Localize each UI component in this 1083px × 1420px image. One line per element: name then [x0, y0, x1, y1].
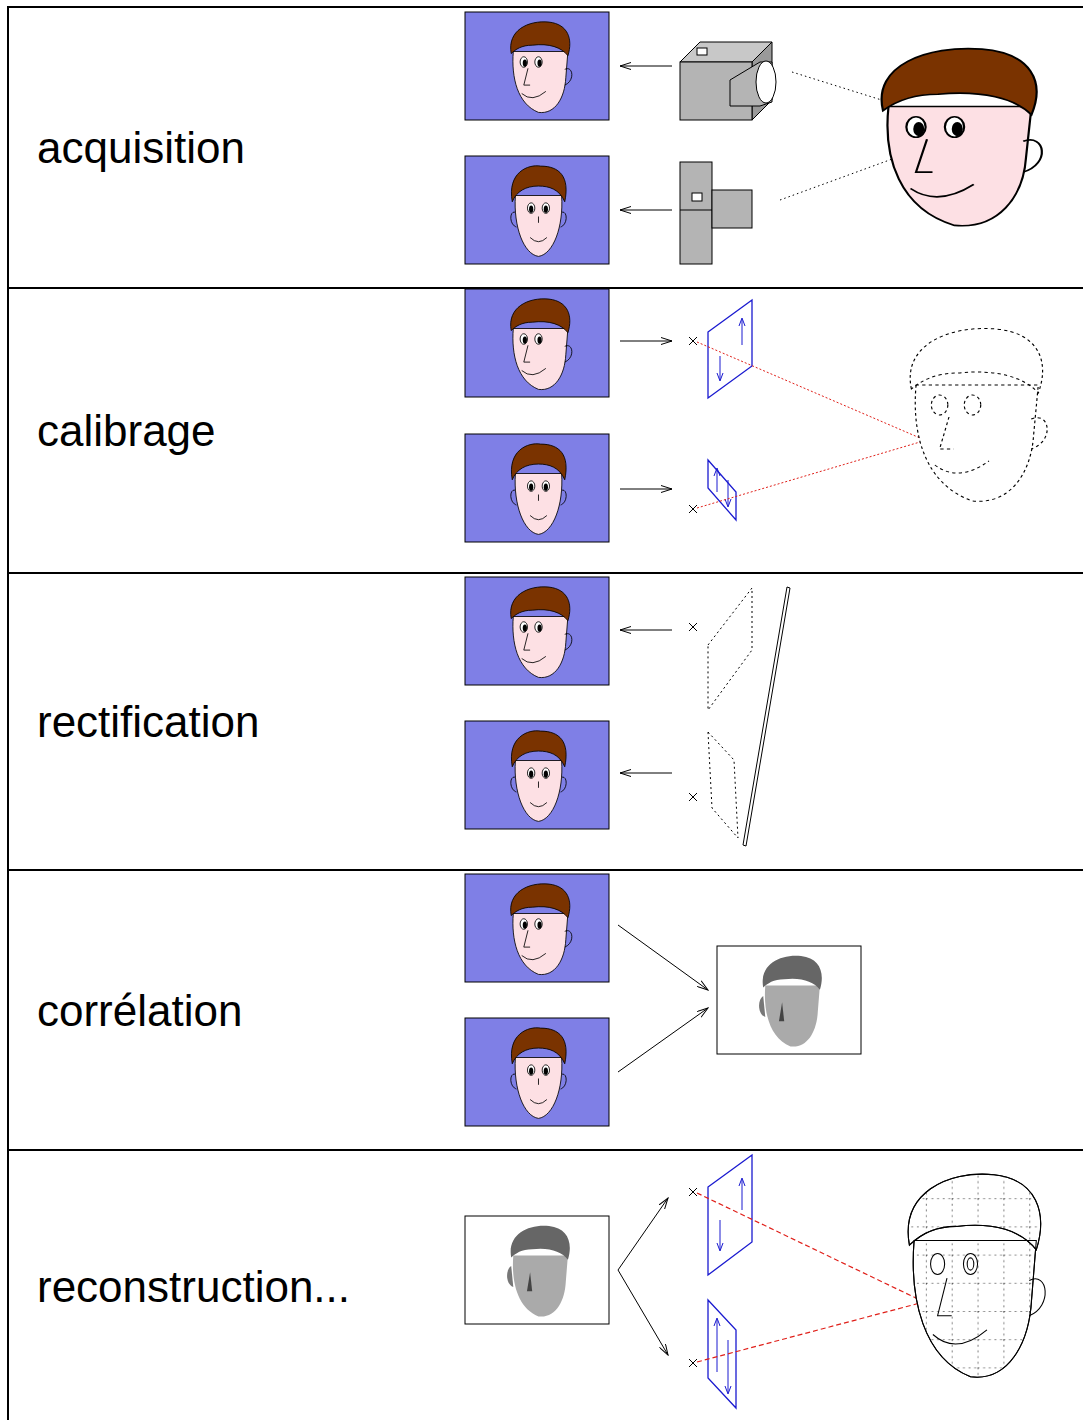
step-band: acquisition	[7, 6, 1083, 287]
step-label: acquisition	[37, 124, 245, 172]
step-label: rectification	[37, 698, 260, 746]
step-band: corrélation	[7, 869, 1083, 1149]
step-band: calibrage	[7, 287, 1083, 572]
step-band: reconstruction...	[7, 1149, 1083, 1420]
step-band: rectification	[7, 572, 1083, 869]
step-label: reconstruction...	[37, 1263, 350, 1311]
step-label: corrélation	[37, 987, 242, 1035]
step-label: calibrage	[37, 407, 216, 455]
